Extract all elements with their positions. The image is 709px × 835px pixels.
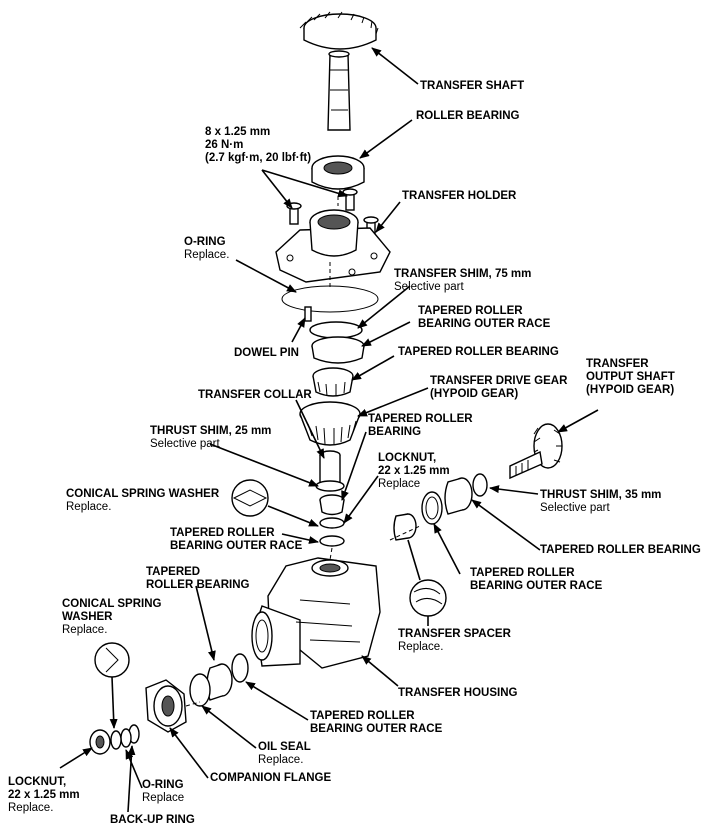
label-tapered-roller-bearing-3: TAPERED ROLLER BEARING <box>540 544 701 556</box>
oring-low-part <box>120 728 132 748</box>
thrust-shim-35-part <box>472 473 488 497</box>
tapered-roller-bearing-3-part <box>444 477 473 515</box>
locknut-low-part <box>89 729 111 755</box>
transfer-holder-part <box>275 209 391 283</box>
oil-seal-part <box>189 673 211 707</box>
leader-lines <box>59 47 599 813</box>
transfer-spacer-part <box>393 513 417 541</box>
transfer-output-shaft-part <box>509 423 563 480</box>
locknut-top-part <box>319 517 345 529</box>
transfer-shim-75-part <box>309 321 363 339</box>
outer-race-2-part <box>319 535 345 547</box>
conical-washer-low-detail <box>94 642 130 678</box>
tapered-roller-bearing-1-part <box>312 367 354 397</box>
label-tapered-roller-bearing-1: TAPERED ROLLER BEARING <box>398 346 559 358</box>
label-transfer-drive-gear: TRANSFER DRIVE GEAR(HYPOID GEAR) <box>430 375 568 400</box>
outer-race-4-part <box>231 653 249 683</box>
transfer-spacer-detail <box>409 579 447 617</box>
tapered-roller-bearing-2-part <box>319 494 345 516</box>
transfer-drive-gear-part <box>299 401 361 446</box>
transfer-housing-part <box>251 557 381 669</box>
label-dowel-pin: DOWEL PIN <box>234 347 299 359</box>
label-roller-bearing: ROLLER BEARING <box>416 110 520 122</box>
outer-race-3-part <box>421 491 443 525</box>
label-transfer-collar: TRANSFER COLLAR <box>198 389 312 401</box>
conical-washer-low-part <box>110 730 122 750</box>
label-transfer-housing: TRANSFER HOUSING <box>398 687 518 699</box>
roller-bearing-part <box>311 155 365 190</box>
thrust-shim-25-part <box>315 480 345 492</box>
label-companion-flange: COMPANION FLANGE <box>210 772 332 784</box>
oring-top-part <box>281 285 379 313</box>
label-transfer-shaft: TRANSFER SHAFT <box>420 80 525 92</box>
dowel-pin-part <box>304 306 312 322</box>
tapered-roller-bearing-4-part <box>206 663 233 701</box>
conical-washer-detail <box>231 479 269 517</box>
transfer-shaft-part <box>299 11 379 131</box>
label-backup-ring: BACK-UP RING <box>110 814 195 826</box>
label-transfer-holder: TRANSFER HOLDER <box>402 190 517 202</box>
companion-flange-part <box>145 679 187 733</box>
outer-race-1-part <box>311 336 365 364</box>
